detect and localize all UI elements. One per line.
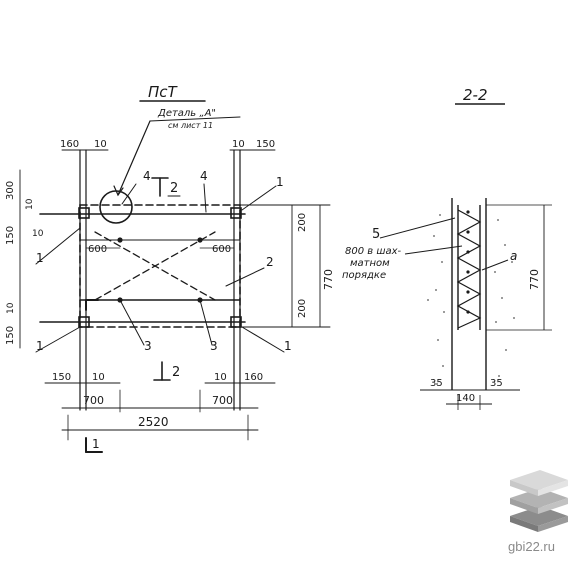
detail-ref-line1: Деталь „А": [157, 108, 216, 119]
callout-5: 5: [372, 227, 380, 242]
dim-top-left-10: 10: [94, 139, 107, 150]
dim-left-10-lower: 10: [6, 302, 16, 314]
watermark: gbi22.ru: [508, 470, 568, 554]
dim-overall-2520: 2520: [138, 415, 169, 429]
note-line3: порядке: [342, 270, 386, 281]
callout-2: 2: [266, 255, 274, 269]
dim-bottom-700-left: 700: [83, 394, 104, 407]
stacked-slabs-icon: [510, 470, 568, 532]
panel-outline: [79, 204, 241, 328]
callout-1-left-upper: 1: [36, 251, 44, 265]
dim-inner-600-right: 600: [212, 244, 231, 255]
dim-right-200-top: 200: [297, 213, 308, 232]
anchor-point: [197, 237, 203, 243]
dim-top-left-160: 160: [60, 139, 79, 150]
section-dim-35-left: 35: [430, 378, 443, 389]
note-line1: 800 в шах-: [345, 246, 402, 257]
section-dots: [466, 210, 470, 314]
corner-plate: [230, 316, 242, 328]
plan-view: ПсТ Деталь „А" см лист 11: [5, 83, 335, 453]
dim-left-300: 300: [5, 181, 16, 200]
callout-1-left-lower: 1: [36, 339, 44, 353]
callout-3-right: 3: [210, 339, 218, 353]
dim-bottom-10-left: 10: [92, 372, 105, 383]
cut-mark: 1: [92, 437, 100, 451]
corner-plate: [78, 316, 90, 328]
section-title: 2-2: [463, 86, 488, 104]
dim-inner-600-left: 600: [88, 244, 107, 255]
callout-4-left: 4: [143, 169, 151, 183]
callout-a: а: [510, 249, 517, 263]
dim-left-10: 10: [32, 229, 44, 239]
dim-left-10-upper: 10: [25, 198, 35, 210]
callout-1-top-right: 1: [276, 175, 284, 189]
concrete-stipple: [427, 214, 515, 385]
dim-left-150: 150: [5, 226, 16, 245]
section-dim-35-right: 35: [490, 378, 503, 389]
corner-plate: [78, 207, 90, 219]
dim-top-right-150: 150: [256, 139, 275, 150]
section-dim-140: 140: [456, 393, 475, 404]
brace-diagonal: [94, 231, 216, 301]
note-line2: матном: [350, 258, 390, 269]
dim-bottom-700-right: 700: [212, 394, 233, 407]
dim-bottom-160-right: 160: [244, 372, 263, 383]
section-dim-770: 770: [528, 269, 541, 290]
callout-3-left: 3: [144, 339, 152, 353]
watermark-text: gbi22.ru: [508, 539, 555, 554]
section-view: 2-2 5 800 в шах- матно: [342, 86, 552, 410]
callout-4-right: 4: [200, 169, 208, 183]
section-mark-top: 2: [170, 181, 178, 196]
dim-top-right-10: 10: [232, 139, 245, 150]
corner-plate: [230, 207, 242, 219]
plan-title: ПсТ: [148, 83, 179, 101]
detail-leader: [117, 120, 151, 196]
dim-bottom-10-right: 10: [214, 372, 227, 383]
dim-bottom-150-left: 150: [52, 372, 71, 383]
callout-1-right-lower: 1: [284, 339, 292, 353]
dim-left-150-lower: 150: [5, 326, 16, 345]
detail-a-circle: [99, 190, 133, 224]
detail-ref-line2: см лист 11: [168, 121, 213, 130]
dim-right-200-bottom: 200: [297, 299, 308, 318]
anchor-point: [117, 237, 123, 243]
section-mark-bottom: 2: [172, 365, 180, 380]
dim-right-770: 770: [322, 269, 335, 290]
section-connector: [456, 209, 482, 329]
